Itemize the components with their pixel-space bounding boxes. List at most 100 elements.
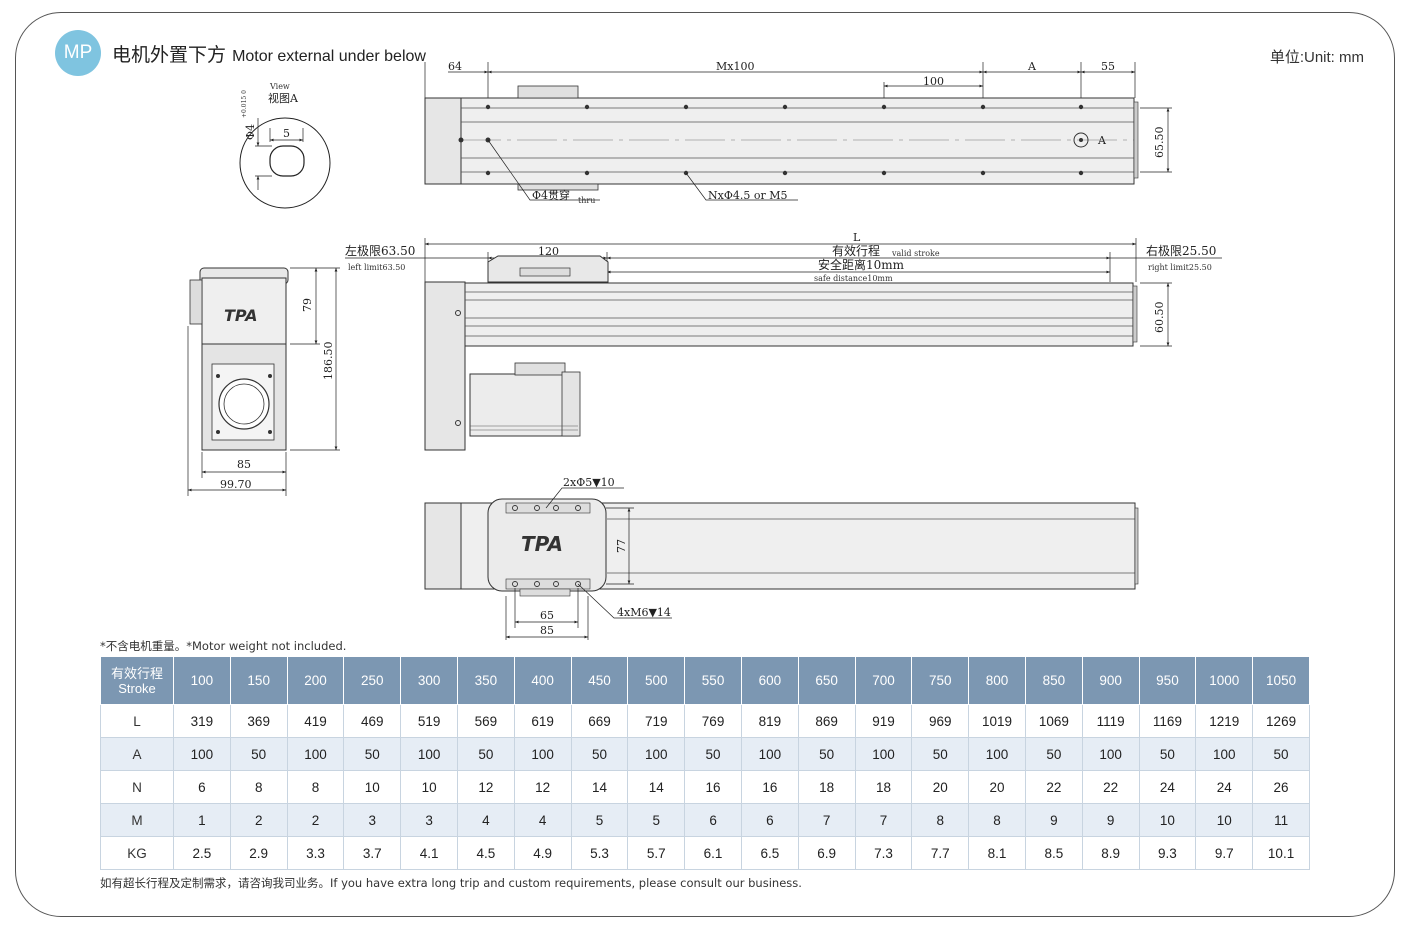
table-cell: 14: [627, 770, 686, 804]
table-cell: 10.1: [1252, 836, 1310, 870]
table-cell: 50: [1252, 737, 1310, 771]
table-cell: 100: [627, 737, 686, 771]
table-cell: 100: [740, 737, 799, 771]
table-cell: 3.7: [343, 836, 402, 870]
side-dim-l: L: [853, 231, 861, 244]
table-cell: 7: [854, 803, 913, 837]
stroke-header-450: 450: [570, 656, 629, 705]
stroke-header-700: 700: [854, 656, 913, 705]
table-cell: 11: [1252, 803, 1310, 837]
stroke-header-900: 900: [1081, 656, 1140, 705]
stroke-header-cn: 有效行程: [110, 665, 163, 681]
table-cell: 24: [1138, 770, 1197, 804]
table-cell: 7: [797, 803, 856, 837]
table-cell: 100: [1081, 737, 1140, 771]
table-cell: 50: [456, 737, 515, 771]
table-cell: 6.1: [684, 836, 742, 870]
table-cell: 10: [1138, 803, 1197, 837]
table-cell: 50: [1024, 737, 1083, 771]
table-cell: 100: [1195, 737, 1254, 771]
table-cell: 3.3: [286, 836, 345, 870]
table-cell: 24: [1195, 770, 1254, 804]
table-cell: 2.9: [229, 836, 288, 870]
table-cell: 50: [911, 737, 970, 771]
table-cell: 419: [286, 704, 345, 738]
table-cell: 12: [456, 770, 515, 804]
table-cell: 8: [229, 770, 288, 804]
top-dim-55: 55: [1101, 60, 1115, 73]
table-cell: 369: [229, 704, 288, 738]
top-dim-65-50: 65.50: [1153, 127, 1166, 159]
table-cell: 9.7: [1195, 836, 1254, 870]
table-cell: 1219: [1195, 704, 1254, 738]
table-cell: 6: [740, 803, 799, 837]
top-thru-cn: Φ4贯穿: [532, 188, 570, 202]
table-cell: 469: [343, 704, 402, 738]
stroke-header-200: 200: [286, 656, 345, 705]
motor-weight-note: *不含电机重量。*Motor weight not included.: [100, 639, 347, 653]
table-cell: 100: [400, 737, 458, 771]
table-cell: 100: [173, 737, 231, 771]
stroke-header-300: 300: [400, 656, 458, 705]
table-cell: 4: [456, 803, 515, 837]
view-a-dim-5: 5: [283, 127, 290, 140]
table-cell: 18: [797, 770, 856, 804]
page-title: 电机外置下方 Motor external under below: [112, 40, 426, 67]
top-thru-en: thru: [578, 196, 595, 205]
view-a-tolerance: +0.015 0: [241, 90, 248, 118]
stroke-header-150: 150: [229, 656, 288, 705]
table-cell: 8: [286, 770, 345, 804]
table-cell: 20: [911, 770, 970, 804]
table-cell: 50: [797, 737, 856, 771]
table-cell: 6: [173, 770, 231, 804]
table-cell: 2: [229, 803, 288, 837]
view-a-cn: 视图A: [268, 91, 299, 105]
top-view: 64 Mx100 A 55 100 A 65.50 Φ4贯穿 thru: [424, 60, 1172, 205]
table-cell: 50: [229, 737, 288, 771]
stroke-header-350: 350: [456, 656, 515, 705]
table-cell: 14: [570, 770, 629, 804]
stroke-header-250: 250: [343, 656, 402, 705]
table-cell: 7.7: [911, 836, 970, 870]
table-cell: 100: [854, 737, 913, 771]
table-cell: 519: [400, 704, 458, 738]
top-dim-mx100: Mx100: [716, 60, 754, 73]
side-dim-60-50: 60.50: [1153, 302, 1166, 334]
stroke-header-950: 950: [1138, 656, 1197, 705]
title-en: Motor external under below: [232, 48, 426, 65]
row-label: KG: [100, 836, 174, 870]
table-cell: 969: [911, 704, 970, 738]
table-cell: 3: [400, 803, 458, 837]
stroke-header-cell: 有效行程 Stroke: [100, 656, 174, 705]
table-cell: 22: [1081, 770, 1140, 804]
row-label: M: [100, 803, 174, 837]
table-cell: 50: [343, 737, 402, 771]
table-cell: 1019: [968, 704, 1026, 738]
table-cell: 1069: [1024, 704, 1083, 738]
top-nx-holes: NxΦ4.5 or M5: [708, 189, 787, 202]
table-cell: 769: [684, 704, 742, 738]
end-logo: TPA: [224, 306, 258, 325]
table-cell: 100: [513, 737, 572, 771]
table-cell: 319: [173, 704, 231, 738]
table-cell: 50: [1138, 737, 1197, 771]
stroke-header-800: 800: [968, 656, 1026, 705]
stroke-header-650: 650: [797, 656, 856, 705]
table-cell: 1169: [1138, 704, 1197, 738]
table-cell: 5.3: [570, 836, 629, 870]
unit-label: 单位:Unit: mm: [1269, 49, 1364, 66]
table-cell: 50: [684, 737, 742, 771]
end-dim-186-50: 186.50: [322, 342, 335, 381]
stroke-header-550: 550: [684, 656, 742, 705]
table-cell: 3: [343, 803, 402, 837]
end-view: TPA 79 186.50 85 99.70: [187, 267, 340, 496]
table-cell: 9.3: [1138, 836, 1197, 870]
table-cell: 18: [854, 770, 913, 804]
table-cell: 1: [173, 803, 231, 837]
top-dim-100: 100: [923, 75, 944, 88]
table-cell: 10: [1195, 803, 1254, 837]
side-right-limit-en: right limit25.50: [1148, 263, 1212, 272]
